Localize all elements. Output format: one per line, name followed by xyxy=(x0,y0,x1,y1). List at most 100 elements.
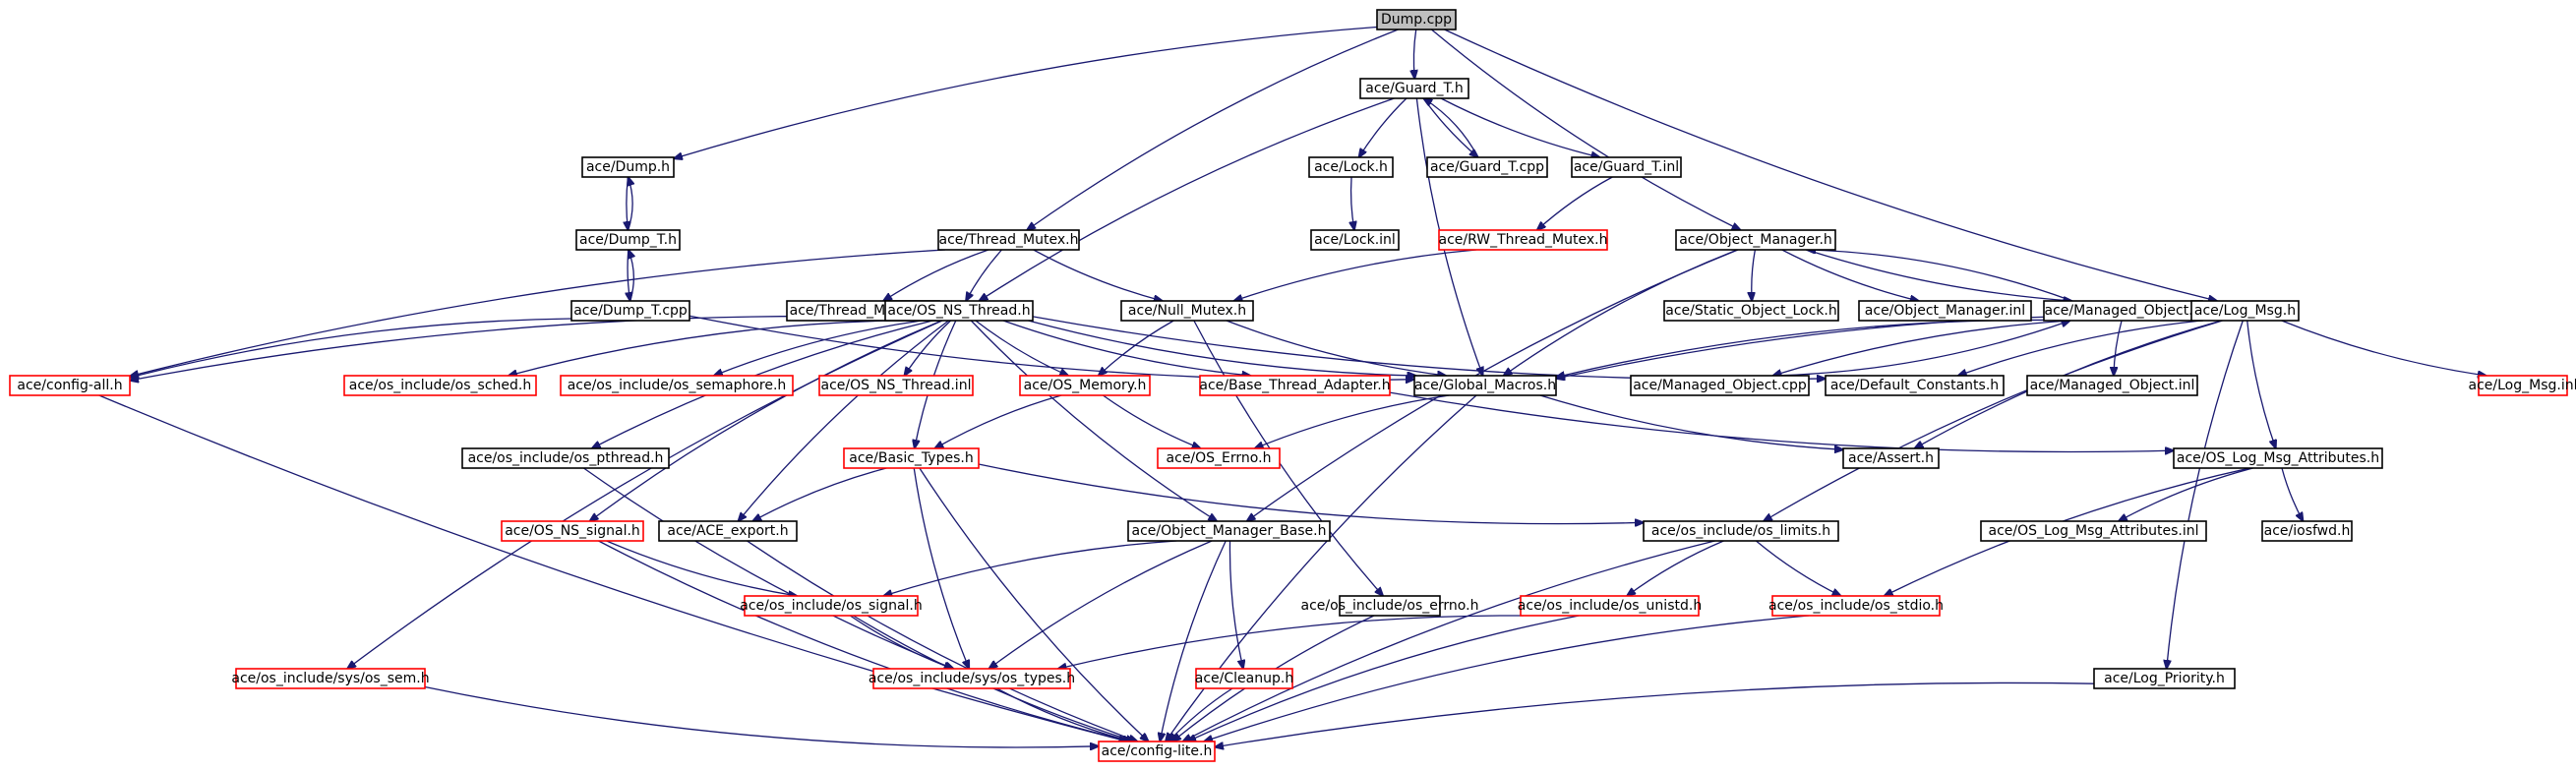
node-box xyxy=(1157,447,1281,469)
node-os-sched-h[interactable]: ace/os_include/os_sched.h xyxy=(343,375,537,396)
node-object-manager-h[interactable]: ace/Object_Manager.h xyxy=(1675,229,1836,251)
node-os-semaphore-h[interactable]: ace/os_include/os_semaphore.h xyxy=(560,375,794,396)
node-os-limits-h[interactable]: ace/os_include/os_limits.h xyxy=(1643,520,1839,542)
node-label: ace/Thread_Mutex.h xyxy=(939,232,1079,248)
edge-os_ns_thread_h-to-ace_export_h xyxy=(738,320,949,521)
node-log-msg-h[interactable]: ace/Log_Msg.h xyxy=(2190,300,2300,322)
node-log-priority-h[interactable]: ace/Log_Priority.h xyxy=(2093,668,2236,689)
edge-log_msg_h-to-log_msg_inl xyxy=(2281,320,2486,376)
edge-object_manager_base_h-to-cleanup_h xyxy=(1228,540,1243,669)
node-null-mutex-h[interactable]: ace/Null_Mutex.h xyxy=(1120,300,1254,322)
node-label: ace/os_include/sys/os_types.h xyxy=(869,671,1075,686)
node-guard-t-inl[interactable]: ace/Guard_T.inl xyxy=(1571,156,1682,178)
node-log-msg-inl[interactable]: ace/Log_Msg.inl xyxy=(2469,375,2576,396)
node-label: ace/os_include/os_semaphore.h xyxy=(568,378,787,393)
node-os-pthread-h[interactable]: ace/os_include/os_pthread.h xyxy=(461,447,670,469)
edge-os_unistd_h-to-os_types_h xyxy=(1058,615,1524,669)
node-dump-t-h[interactable]: ace/Dump_T.h xyxy=(575,229,681,251)
node-dump-t-cpp[interactable]: ace/Dump_T.cpp xyxy=(570,300,690,322)
node-global-macros-h[interactable]: ace/Global_Macros.h xyxy=(1413,375,1557,396)
node-managed-object-cpp[interactable]: ace/Managed_Object.cpp xyxy=(1630,375,1810,396)
node-os-types-h[interactable]: ace/os_include/sys/os_types.h xyxy=(869,668,1075,689)
node-iosfwd-h[interactable]: ace/iosfwd.h xyxy=(2261,520,2353,542)
edge-log_msg_h-to-os_limits_h xyxy=(1764,320,2223,521)
node-box xyxy=(1359,78,1469,99)
edge-global_macros_h-to-assert_h xyxy=(1539,394,1843,449)
node-thread-mutex-h[interactable]: ace/Thread_Mutex.h xyxy=(937,229,1080,251)
node-box xyxy=(1675,229,1836,251)
node-label: ace/os_include/os_sched.h xyxy=(349,378,531,393)
node-os-sem-h[interactable]: ace/os_include/sys/os_sem.h xyxy=(231,668,430,689)
node-label: ace/Log_Priority.h xyxy=(2104,671,2225,686)
node-box xyxy=(461,447,670,469)
node-os-ns-thread-h[interactable]: ace/OS_NS_Thread.h xyxy=(884,300,1034,322)
edge-os_log_msg_attributes_h-to-os_log_msg_attributes_inl xyxy=(2119,467,2253,521)
edge-log_priority_h-to-config_lite_h xyxy=(1215,682,2095,746)
node-label: ace/Global_Macros.h xyxy=(1414,378,1556,393)
node-box xyxy=(2261,520,2353,542)
node-rw-thread-mutex-h[interactable]: ace/RW_Thread_Mutex.h xyxy=(1438,229,1608,251)
node-os-memory-h[interactable]: ace/OS_Memory.h xyxy=(1019,375,1151,396)
edge-null_mutex_h-to-os_memory_h xyxy=(1099,320,1174,376)
edge-object_manager_h-to-managed_object_h xyxy=(1806,249,2072,301)
node-assert-h[interactable]: ace/Assert.h xyxy=(1842,447,1940,469)
node-os-ns-signal-h[interactable]: ace/OS_NS_signal.h xyxy=(501,520,644,542)
edge-basic_types_h-to-os_limits_h xyxy=(978,463,1644,524)
node-os-log-msg-attributes-h[interactable]: ace/OS_Log_Msg_Attributes.h xyxy=(2173,447,2383,469)
node-os-errno-h-red[interactable]: ace/OS_Errno.h xyxy=(1157,447,1281,469)
node-managed-object-inl[interactable]: ace/Managed_Object.inl xyxy=(2026,375,2198,396)
edge-object_manager_base_h-to-os_types_h xyxy=(988,540,1213,669)
node-config-all-h[interactable]: ace/config-all.h xyxy=(9,375,131,396)
node-os-errno-h[interactable]: ace/os_include/os_errno.h xyxy=(1301,595,1479,617)
node-label: ace/Object_Manager.inl xyxy=(1865,303,2025,319)
edge-os_ns_thread_h-to-global_macros_h xyxy=(1028,320,1415,376)
node-lock-inl[interactable]: ace/Lock.inl xyxy=(1310,229,1400,251)
node-guard-t-h[interactable]: ace/Guard_T.h xyxy=(1359,78,1469,99)
node-os-log-msg-attributes-inl[interactable]: ace/OS_Log_Msg_Attributes.inl xyxy=(1980,520,2207,542)
node-box xyxy=(2093,668,2236,689)
node-managed-object-h[interactable]: ace/Managed_Object.h xyxy=(2043,300,2203,322)
node-label: ace/Null_Mutex.h xyxy=(1128,303,1246,319)
node-box xyxy=(1842,447,1940,469)
node-static-object-lock-h[interactable]: ace/Static_Object_Lock.h xyxy=(1663,300,1839,322)
node-label: ace/Log_Msg.h xyxy=(2194,303,2296,319)
node-lock-h[interactable]: ace/Lock.h xyxy=(1308,156,1394,178)
node-label: ace/os_include/sys/os_sem.h xyxy=(231,671,429,686)
node-box xyxy=(9,375,131,396)
node-config-lite-h[interactable]: ace/config-lite.h xyxy=(1098,741,1216,762)
node-default-constants-h[interactable]: ace/Default_Constants.h xyxy=(1825,375,2005,396)
node-box xyxy=(2190,300,2300,322)
node-ace-export-h[interactable]: ace/ACE_export.h xyxy=(658,520,798,542)
node-label: ace/Managed_Object.cpp xyxy=(1633,378,1807,393)
node-box xyxy=(2478,375,2568,396)
edge-os_ns_thread_h-to-os_memory_h xyxy=(975,320,1068,376)
node-base-thread-adapter-h[interactable]: ace/Base_Thread_Adapter.h xyxy=(1199,375,1391,396)
node-cleanup-h[interactable]: ace/Cleanup.h xyxy=(1195,668,1293,689)
edge-object_manager_h-to-object_manager_base_h xyxy=(1247,249,1739,521)
node-label: ace/Static_Object_Lock.h xyxy=(1665,303,1836,319)
node-label: ace/Dump.h xyxy=(586,159,670,175)
node-label: ace/iosfwd.h xyxy=(2264,523,2351,539)
node-box xyxy=(1339,595,1441,617)
node-box xyxy=(1771,595,1941,617)
node-label: ace/os_include/os_pthread.h xyxy=(468,450,664,466)
node-dump-h[interactable]: ace/Dump.h xyxy=(581,156,675,178)
node-box xyxy=(560,375,794,396)
edge-guard_t_cpp-to-guard_t_h xyxy=(1423,98,1479,158)
node-object-manager-inl[interactable]: ace/Object_Manager.inl xyxy=(1858,300,2032,322)
node-label: ace/Log_Msg.inl xyxy=(2469,378,2576,393)
node-os-signal-h[interactable]: ace/os_include/os_signal.h xyxy=(740,595,923,617)
node-basic-types-h[interactable]: ace/Basic_Types.h xyxy=(843,447,980,469)
node-os-stdio-h[interactable]: ace/os_include/os_stdio.h xyxy=(1768,595,1944,617)
node-object-manager-base-h[interactable]: ace/Object_Manager_Base.h xyxy=(1127,520,1331,542)
node-box xyxy=(1643,520,1839,542)
edge-managed_object_h-to-managed_object_cpp xyxy=(1772,320,2070,376)
edge-managed_object_cpp-to-managed_object_h xyxy=(1772,321,2069,377)
node-guard-t-cpp[interactable]: ace/Guard_T.cpp xyxy=(1426,156,1548,178)
edge-basic_types_h-to-ace_export_h xyxy=(752,467,887,521)
node-os-unistd-h[interactable]: ace/os_include/os_unistd.h xyxy=(1518,595,1702,617)
node-dump-cpp[interactable]: Dump.cpp xyxy=(1376,9,1457,30)
edge-object_manager_h-to-object_manager_inl xyxy=(1781,249,1919,301)
node-label: ace/OS_NS_Thread.inl xyxy=(821,378,972,393)
node-os-ns-thread-inl[interactable]: ace/OS_NS_Thread.inl xyxy=(818,375,974,396)
